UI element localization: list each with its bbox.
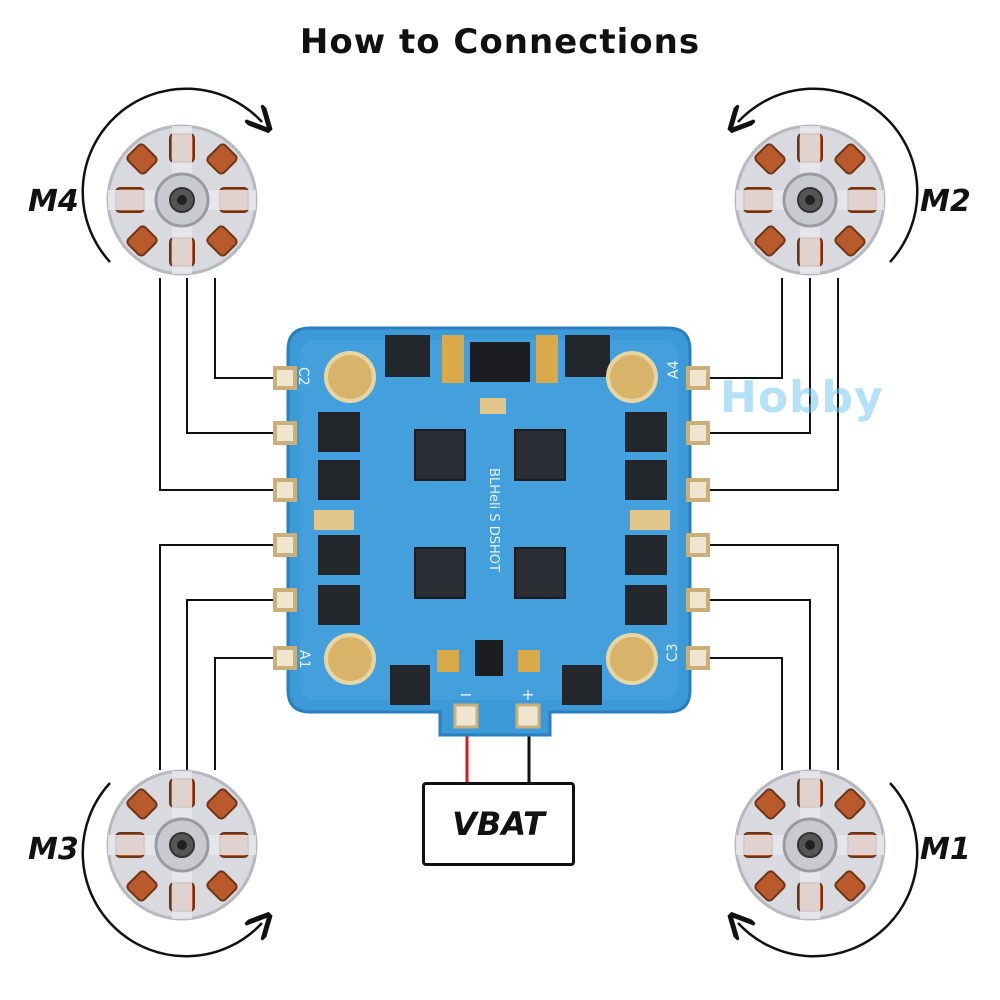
m1-wire-2 <box>708 599 811 770</box>
diagram-title: How to Connections <box>299 22 701 62</box>
rotation-arrow-m1 <box>738 782 919 958</box>
mcu-chip <box>514 429 566 481</box>
mcu-chip <box>414 429 466 481</box>
mosfet <box>318 585 360 625</box>
m4-wires <box>159 278 275 491</box>
motor-m1 <box>736 769 919 958</box>
motor-pad <box>686 366 710 390</box>
rotation-arrow-m3 <box>81 782 262 958</box>
board-silkscreen: BLHeli S DSHOT <box>486 468 501 572</box>
mount-hole-bl <box>324 633 376 685</box>
mcu-chips <box>414 429 566 599</box>
m4-wire-2 <box>186 278 275 434</box>
motor-pad <box>686 478 710 502</box>
vbat-label: VBAT <box>452 805 545 843</box>
top-chip-right <box>565 335 610 377</box>
motor-pad <box>273 421 297 445</box>
m4-wire-3 <box>159 278 275 491</box>
motor-label-m4: M4 <box>28 184 79 219</box>
bottom-chip-left <box>390 665 430 705</box>
motor-m3 <box>81 769 262 958</box>
m4-wire-1 <box>214 278 275 379</box>
motor-label-m3: M3 <box>28 832 79 867</box>
mosfets-right <box>625 412 667 625</box>
pad-label-a1: A1 <box>296 650 312 668</box>
m2-wire-3 <box>708 278 839 491</box>
motor-pad <box>686 588 710 612</box>
motor-pad <box>273 588 297 612</box>
motor-label-m1: M1 <box>920 832 971 867</box>
rotation-arrow-m2 <box>738 87 919 263</box>
m1-wire-1 <box>708 544 839 770</box>
mosfet <box>625 412 667 452</box>
motor-pads-left <box>273 366 297 670</box>
top-small-cap <box>480 398 506 414</box>
mount-hole-tr <box>606 351 658 403</box>
mosfet <box>625 460 667 500</box>
m2-wire-1 <box>708 278 783 379</box>
motor-pad <box>273 533 297 557</box>
bottom-cap-right <box>518 650 540 672</box>
m2-wire-2 <box>708 278 811 434</box>
pad-label-a4: A4 <box>666 360 682 379</box>
m1-wire-3 <box>708 657 783 770</box>
motor-m2 <box>736 87 919 276</box>
mount-hole-br <box>606 633 658 685</box>
mosfet <box>318 460 360 500</box>
mount-hole-tl <box>324 351 376 403</box>
motor-pads-right <box>686 366 710 670</box>
board-inner <box>300 340 678 700</box>
mosfet <box>625 585 667 625</box>
bottom-chip-right <box>562 665 602 705</box>
vbat-box: VBAT <box>422 782 575 866</box>
mcu-chip <box>514 547 566 599</box>
power-pad-positive <box>515 703 541 729</box>
bottom-cap-left <box>437 650 459 672</box>
side-cap-left <box>314 510 354 530</box>
m3-wire-3 <box>214 657 275 770</box>
power-pad-negative <box>453 703 479 729</box>
motor-m4 <box>81 87 262 276</box>
m3-wire-2 <box>186 599 275 770</box>
motor-pad <box>686 646 710 670</box>
polarity-minus: − <box>459 685 472 704</box>
m3-wire-1 <box>159 544 275 770</box>
motor-pad <box>273 646 297 670</box>
pad-label-c2: C2 <box>295 367 311 386</box>
pad-label-c3: C3 <box>665 643 681 662</box>
top-chip-left <box>385 335 430 377</box>
mcu-chip <box>414 547 466 599</box>
m2-wires <box>708 278 839 491</box>
motor-pad <box>273 366 297 390</box>
top-cap-right <box>536 335 558 383</box>
mosfet <box>318 412 360 452</box>
motor-pad <box>686 421 710 445</box>
motor-label-m2: M2 <box>920 184 971 219</box>
mount-holes <box>324 351 658 685</box>
polarity-plus: + <box>521 685 534 704</box>
watermark: Hobby <box>720 372 884 423</box>
bottom-regulator <box>475 640 503 676</box>
mosfet <box>318 535 360 575</box>
mosfet <box>625 535 667 575</box>
m1-wires <box>708 544 839 770</box>
motor-pad <box>273 478 297 502</box>
top-cap-left <box>442 335 464 383</box>
top-regulator <box>470 342 530 382</box>
m3-wires <box>159 544 275 770</box>
motor-pad <box>686 533 710 557</box>
side-cap-right <box>630 510 670 530</box>
rotation-arrow-m4 <box>81 87 262 263</box>
mosfets-left <box>318 412 360 625</box>
